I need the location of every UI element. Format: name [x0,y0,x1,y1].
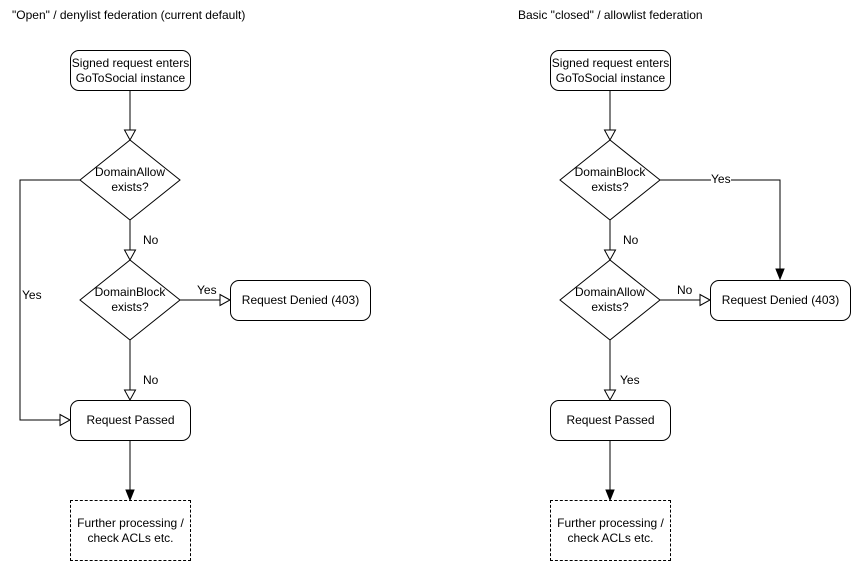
diamond-shape-right-domain-block [559,139,661,221]
arrowhead-right-passed-to-further [605,489,615,502]
node-right-domain-block-label: DomainBlock exists? [574,165,646,194]
node-left-further-processing-label: Further processing / check ACLs etc. [77,515,184,545]
node-right-domain-allow-decision: DomainAllow exists? [560,260,660,340]
node-left-domain-block-decision: DomainBlock exists? [80,260,180,340]
node-right-request-passed: Request Passed [550,400,671,441]
node-left-request-denied: Request Denied (403) [230,280,371,321]
node-right-further-processing: Further processing / check ACLs etc. [550,500,671,561]
diamond-shape-left-domain-allow [79,139,181,221]
node-left-domain-allow-label: DomainAllow exists? [94,165,166,194]
node-left-signed-request: Signed request enters GoToSocial instanc… [70,50,191,91]
arrowhead-right-block-yes-to-denied [775,268,785,281]
edge-label-left-allow-yes: Yes [22,288,42,302]
edge-label-right-block-no: No [623,233,639,247]
node-right-signed-request: Signed request enters GoToSocial instanc… [550,50,671,91]
arrowhead-left-passed-to-further [125,489,135,502]
edge-label-left-block-no: No [143,373,159,387]
arrowhead-right-start-to-block [603,129,617,142]
node-right-request-denied: Request Denied (403) [710,280,851,321]
edge-right-block-yes-to-denied [660,179,781,270]
node-left-signed-request-label: Signed request enters GoToSocial instanc… [71,55,190,85]
edge-left-allow-yes-to-passed [19,179,80,421]
node-right-domain-allow-label: DomainAllow exists? [574,285,646,314]
node-right-request-passed-label: Request Passed [566,413,655,427]
node-left-request-denied-label: Request Denied (403) [241,293,360,307]
diamond-shape-right-domain-allow [559,259,661,341]
arrowhead-left-allow-yes-to-passed [59,413,72,427]
arrowhead-right-allow-no-to-denied [699,293,712,307]
node-right-further-processing-label: Further processing / check ACLs etc. [557,515,664,545]
edge-label-left-block-yes: Yes [197,283,217,297]
edge-label-right-block-yes: Yes [711,172,731,186]
arrowhead-right-allow-yes-to-passed [603,389,617,402]
arrowhead-left-allow-no-to-block [123,249,137,262]
node-left-further-processing: Further processing / check ACLs etc. [70,500,191,561]
edge-label-left-allow-no: No [143,233,159,247]
node-left-domain-allow-decision: DomainAllow exists? [80,140,180,220]
diagram-title-open-denylist: "Open" / denylist federation (current de… [12,8,246,22]
edge-label-right-allow-no: No [677,283,693,297]
diagram-title-closed-allowlist: Basic "closed" / allowlist federation [518,8,703,22]
arrowhead-left-block-yes-to-denied [219,293,232,307]
node-left-domain-block-label: DomainBlock exists? [94,285,166,314]
diamond-shape-left-domain-block [79,259,181,341]
node-right-domain-block-decision: DomainBlock exists? [560,140,660,220]
arrowhead-left-start-to-allow [123,129,137,142]
edge-label-right-allow-yes: Yes [620,373,640,387]
node-right-request-denied-label: Request Denied (403) [721,293,840,307]
node-left-request-passed-label: Request Passed [86,413,175,427]
arrowhead-right-block-no-to-allow [603,249,617,262]
arrowhead-left-block-no-to-passed [123,389,137,402]
node-left-request-passed: Request Passed [70,400,191,441]
node-right-signed-request-label: Signed request enters GoToSocial instanc… [551,55,670,85]
